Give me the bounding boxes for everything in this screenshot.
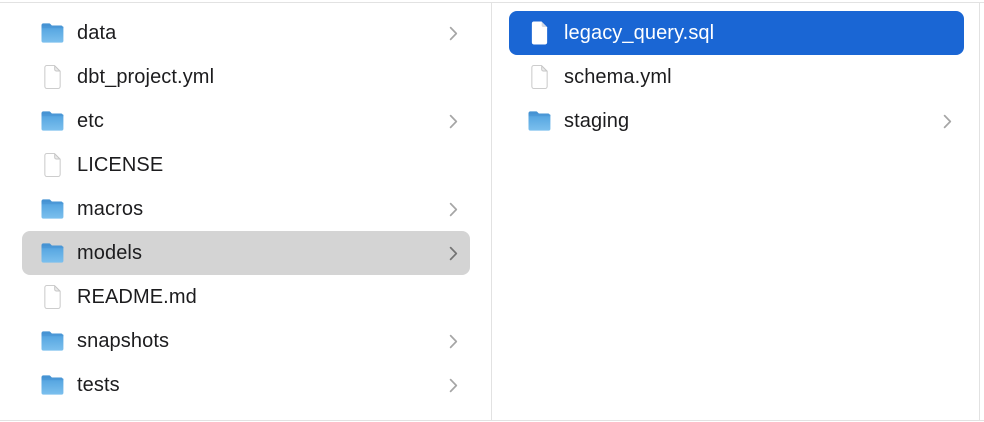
- column-divider-1[interactable]: [491, 3, 492, 420]
- item-label: legacy_query.sql: [564, 21, 715, 44]
- folder-row-etc[interactable]: etc: [22, 99, 470, 143]
- document-icon: [43, 153, 61, 177]
- file-row-legacy_query.sql[interactable]: legacy_query.sql: [509, 11, 964, 55]
- folder-icon: [41, 111, 63, 131]
- item-label: staging: [564, 109, 630, 132]
- folder-row-snapshots[interactable]: snapshots: [22, 319, 470, 363]
- folder-row-staging[interactable]: staging: [509, 99, 964, 143]
- folder-row-data[interactable]: data: [22, 11, 470, 55]
- document-icon: [531, 21, 547, 45]
- item-label: LICENSE: [77, 153, 164, 176]
- file-row-README.md[interactable]: README.md: [22, 275, 470, 319]
- folder-icon: [41, 243, 63, 263]
- chevron-right-icon: [449, 114, 458, 129]
- file-row-dbt_project.yml[interactable]: dbt_project.yml: [22, 55, 470, 99]
- finder-column-left[interactable]: data dbt_project.yml: [0, 3, 491, 420]
- folder-icon: [528, 111, 550, 131]
- item-label: models: [77, 241, 143, 264]
- file-row-schema.yml[interactable]: schema.yml: [509, 55, 964, 99]
- document-icon: [43, 285, 61, 309]
- item-label: dbt_project.yml: [77, 65, 215, 88]
- document-icon: [43, 65, 61, 89]
- folder-row-macros[interactable]: macros: [22, 187, 470, 231]
- chevron-right-icon: [449, 246, 458, 261]
- file-row-LICENSE[interactable]: LICENSE: [22, 143, 470, 187]
- item-label: etc: [77, 109, 104, 132]
- item-label: schema.yml: [564, 65, 672, 88]
- chevron-right-icon: [449, 202, 458, 217]
- chevron-right-icon: [449, 26, 458, 41]
- item-label: tests: [77, 373, 120, 396]
- document-icon: [530, 65, 548, 89]
- folder-icon: [41, 199, 63, 219]
- folder-row-tests[interactable]: tests: [22, 363, 470, 407]
- column-divider-2[interactable]: [979, 3, 980, 420]
- finder-column-right[interactable]: legacy_query.sql schema.yml: [492, 3, 979, 420]
- item-label: data: [77, 21, 117, 44]
- folder-icon: [41, 375, 63, 395]
- finder-column-next-empty: [980, 3, 984, 420]
- chevron-right-icon: [449, 334, 458, 349]
- chevron-right-icon: [449, 378, 458, 393]
- chevron-right-icon: [943, 114, 952, 129]
- item-label: snapshots: [77, 329, 170, 352]
- item-label: macros: [77, 197, 144, 220]
- item-label: README.md: [77, 285, 197, 308]
- folder-icon: [41, 23, 63, 43]
- folder-icon: [41, 331, 63, 351]
- folder-row-models[interactable]: models: [22, 231, 470, 275]
